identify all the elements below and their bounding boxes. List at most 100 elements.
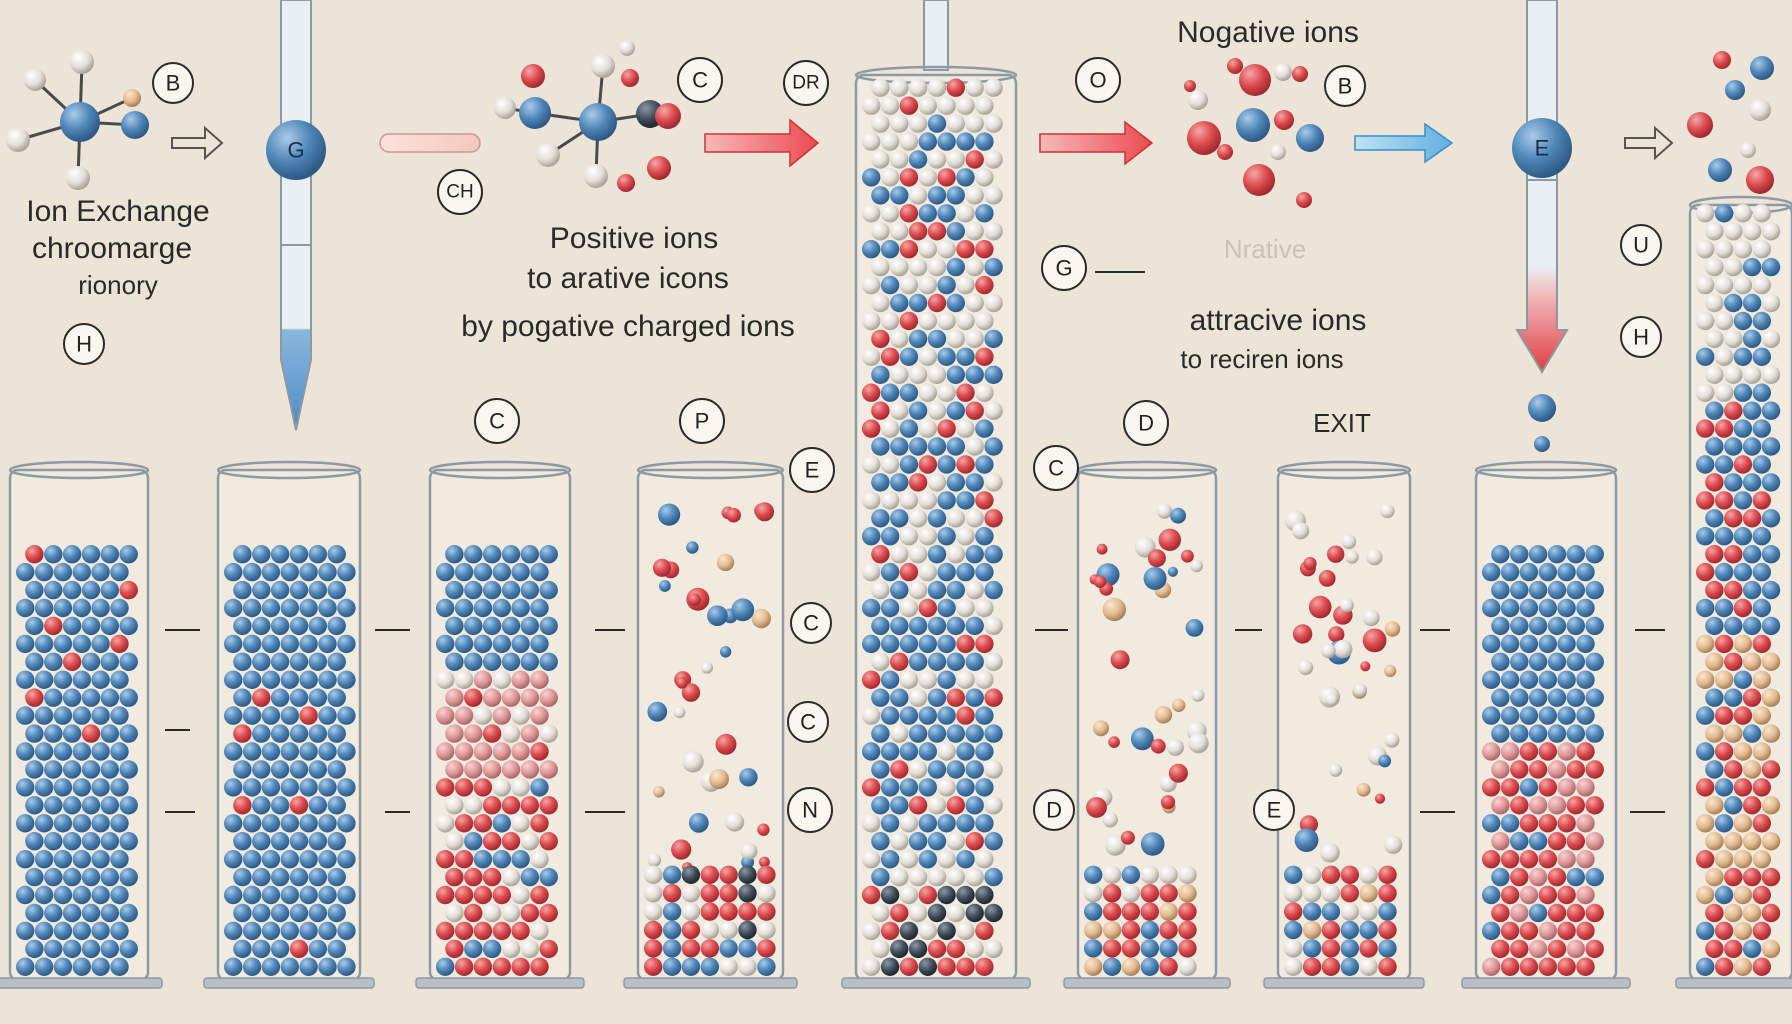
ion-bead	[1761, 652, 1781, 671]
ion-bead	[308, 832, 327, 851]
ion-bead	[937, 885, 956, 905]
ion-bead	[318, 670, 337, 689]
ion-bead	[676, 676, 688, 689]
ion-bead	[757, 957, 776, 976]
ion-bead	[520, 652, 539, 671]
ion-bead	[62, 939, 82, 959]
ion-bead	[862, 96, 881, 115]
ion-bead	[1714, 491, 1734, 510]
ion-bead	[946, 114, 965, 133]
arrow-hollow-1	[171, 125, 224, 161]
ion-bead	[72, 634, 92, 654]
svg-text:N: N	[802, 798, 818, 823]
ion-bead	[1724, 293, 1743, 313]
ion-bead	[1714, 347, 1734, 366]
ion-bead	[1362, 628, 1387, 653]
ion-bead	[946, 401, 965, 420]
ion-bead	[862, 455, 881, 474]
ion-bead	[1140, 939, 1160, 958]
column-base	[1063, 977, 1231, 989]
ion-bead	[862, 598, 881, 618]
ion-bead	[1500, 885, 1520, 905]
ion-bead	[899, 527, 919, 546]
ion-bead	[899, 311, 919, 331]
ion-bead	[445, 832, 464, 851]
ion-bead	[899, 168, 919, 187]
ion-bead	[871, 903, 890, 923]
ion-bead	[681, 920, 701, 940]
ion-bead	[927, 473, 947, 492]
ion-bead	[1519, 598, 1539, 618]
ion-bead	[1321, 939, 1341, 958]
ion-bead	[1491, 796, 1510, 815]
ion-bead	[1752, 383, 1772, 402]
ion-bead	[520, 724, 539, 743]
ion-bead	[1752, 275, 1772, 295]
ion-bead	[862, 885, 881, 905]
ion-bead	[975, 814, 994, 833]
ion-bead	[1362, 609, 1380, 627]
ion-bead	[1705, 509, 1724, 528]
ion-bead	[908, 365, 928, 384]
ion-bead	[1585, 545, 1604, 564]
ion-bead	[908, 545, 928, 564]
ion-bead	[16, 562, 35, 582]
ion-bead	[1714, 778, 1734, 797]
ion-bead	[252, 545, 271, 564]
ion-bead	[1724, 832, 1743, 851]
ion-bead	[464, 796, 483, 815]
ion-bead	[871, 257, 890, 277]
ion-bead	[1696, 347, 1715, 366]
ion-bead	[1500, 850, 1520, 869]
label-u-right: U	[1620, 224, 1662, 266]
ion-bead	[1742, 509, 1762, 528]
ion-bead	[1294, 828, 1319, 852]
ion-bead	[261, 634, 281, 654]
ion-bead	[927, 401, 947, 420]
ion-bead	[233, 545, 252, 564]
ion-bead	[975, 957, 994, 976]
ion-bead	[946, 293, 965, 313]
ion-bead	[1482, 957, 1501, 976]
ion-bead	[937, 634, 956, 654]
ion-bead	[1378, 957, 1397, 976]
ion-bead	[1538, 670, 1558, 689]
ion-bead	[445, 652, 464, 671]
ion-bead	[91, 850, 110, 869]
ion	[1243, 164, 1275, 196]
ion-bead	[25, 616, 44, 636]
ion-bead	[299, 670, 318, 689]
ion-bead	[1566, 832, 1586, 851]
ion-bead	[908, 580, 928, 600]
ion-bead	[81, 616, 101, 636]
ion-bead	[100, 939, 120, 959]
ion-bead	[1340, 957, 1360, 976]
ion-bead	[1166, 738, 1184, 756]
ion-bead	[81, 760, 101, 779]
ion-bead	[1724, 257, 1743, 277]
ion-bead	[530, 957, 549, 976]
svg-text:B: B	[166, 71, 181, 96]
ion-bead	[53, 562, 73, 582]
ion-bead	[880, 491, 900, 510]
ion-bead	[1519, 850, 1539, 869]
ion-bead	[1714, 957, 1734, 976]
ion-bead	[1724, 473, 1743, 492]
ion	[1746, 166, 1774, 194]
ion-bead	[25, 832, 44, 851]
ion-bead	[1752, 885, 1772, 905]
ion-bead	[871, 365, 890, 384]
column-2	[203, 460, 375, 989]
ion-bead	[1761, 437, 1781, 456]
ion-bead	[318, 885, 337, 905]
ion-bead	[473, 562, 493, 582]
ion-bead	[946, 437, 965, 456]
ion-bead	[1714, 670, 1734, 689]
ion-bead	[436, 885, 455, 905]
svg-text:C: C	[489, 409, 505, 434]
ion-bead	[918, 204, 937, 223]
ion-bead	[100, 724, 120, 743]
ion-bead	[946, 939, 965, 959]
ion-bead	[1160, 795, 1176, 810]
ion-bead	[252, 796, 271, 815]
